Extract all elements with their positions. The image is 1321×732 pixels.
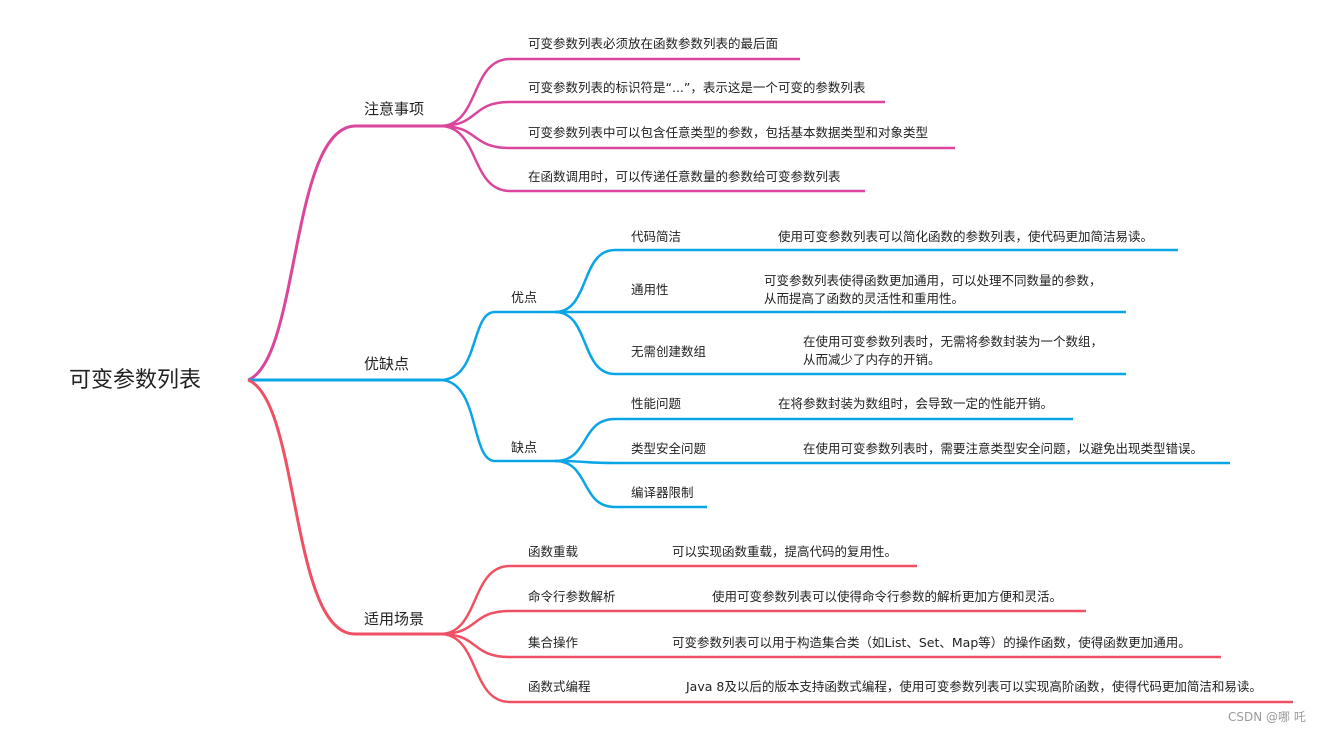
scenario-desc: 可变参数列表可以用于构造集合类（如List、Set、Map等）的操作函数，使得函… (672, 635, 1191, 650)
pro-desc-line: 在使用可变参数列表时，无需将参数封装为一个数组， (803, 334, 1104, 349)
note-item: 可变参数列表的标识符是“...”，表示这是一个可变的参数列表 (528, 80, 866, 95)
pro-desc-line: 可变参数列表使得函数更加通用，可以处理不同数量的参数， (764, 273, 1102, 288)
pro-desc: 使用可变参数列表可以简化函数的参数列表，使代码更加简洁易读。 (778, 229, 1154, 244)
con-desc: 在使用可变参数列表时，需要注意类型安全问题，以避免出现类型错误。 (803, 441, 1204, 456)
pro-desc: 在使用可变参数列表时，无需将参数封装为一个数组， 从而减少了内存的开销。 (803, 333, 1103, 369)
root-topic: 可变参数列表 (69, 368, 202, 393)
connector-root-scenarios (247, 378, 440, 636)
pro-desc: 可变参数列表使得函数更加通用，可以处理不同数量的参数， 从而提高了函数的灵活性和… (764, 272, 1102, 308)
pro-desc-line: 从而减少了内存的开销。 (803, 352, 941, 367)
connector-root-notes (247, 124, 440, 382)
con-name: 编译器限制 (631, 485, 694, 500)
con-name: 性能问题 (631, 396, 682, 411)
scenario-desc: Java 8及以后的版本支持函数式编程，使用可变参数列表可以实现高阶函数，使得代… (686, 679, 1262, 694)
con-desc: 在将参数封装为数组时，会导致一定的性能开销。 (778, 396, 1054, 411)
topic-pros: 优点 (511, 291, 538, 306)
watermark: CSDN @哪 吒 (1228, 710, 1306, 724)
scenarios-branches (439, 564, 1293, 704)
topic-proscons: 优缺点 (364, 355, 410, 373)
note-item: 在函数调用时，可以传递任意数量的参数给可变参数列表 (528, 169, 841, 184)
note-item: 可变参数列表必须放在函数参数列表的最后面 (528, 36, 779, 51)
scenario-desc: 使用可变参数列表可以使得命令行参数的解析更加方便和灵活。 (712, 589, 1063, 604)
scenario-desc: 可以实现函数重载，提高代码的复用性。 (672, 544, 898, 559)
pro-name: 通用性 (631, 282, 669, 297)
proscons-branches (439, 248, 1230, 509)
pro-name: 代码简洁 (631, 229, 682, 244)
pro-name: 无需创建数组 (631, 344, 707, 359)
topic-notes: 注意事项 (364, 100, 425, 118)
topic-scenarios: 适用场景 (364, 610, 425, 628)
pro-desc-line: 从而提高了函数的灵活性和重用性。 (764, 291, 965, 306)
scenario-name: 集合操作 (528, 635, 579, 650)
topic-cons: 缺点 (511, 441, 538, 456)
notes-branches (439, 57, 955, 193)
scenario-name: 函数式编程 (528, 679, 591, 694)
con-name: 类型安全问题 (631, 441, 707, 456)
scenario-name: 函数重载 (528, 544, 579, 559)
note-item: 可变参数列表中可以包含任意类型的参数，包括基本数据类型和对象类型 (528, 125, 929, 140)
scenario-name: 命令行参数解析 (528, 589, 616, 604)
